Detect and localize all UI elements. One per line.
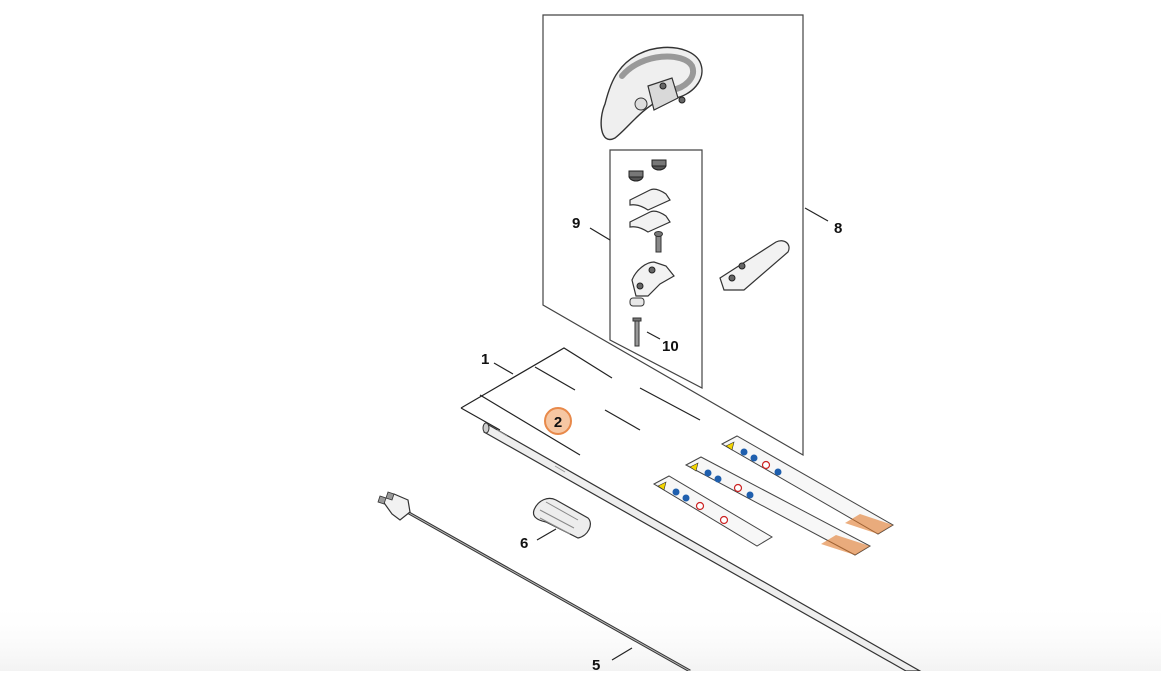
callout-5: 5 (592, 657, 600, 671)
safety-symbol-icon (714, 475, 722, 483)
safety-symbol-icon (774, 468, 782, 476)
prohibition-symbol-icon (761, 460, 771, 470)
callout-2-highlight[interactable]: 2 (544, 407, 572, 435)
callout-10: 10 (662, 338, 679, 355)
safety-symbol-icon (746, 491, 754, 499)
rear-grip[interactable] (719, 240, 790, 291)
safety-symbol-icon (704, 469, 712, 477)
safety-symbol-icon (682, 494, 690, 502)
bushing[interactable] (532, 497, 591, 539)
clamp-nut[interactable] (628, 170, 644, 182)
drive-shaft[interactable] (377, 491, 691, 673)
callout-1: 1 (481, 351, 489, 368)
safety-symbol-icon (672, 488, 680, 496)
spacer-sleeve[interactable] (629, 297, 645, 307)
prohibition-symbol-icon (719, 515, 729, 525)
drive-tube-frame (460, 347, 701, 456)
safety-label[interactable] (720, 435, 894, 535)
safety-symbol-icon (740, 448, 748, 456)
prohibition-symbol-icon (733, 483, 743, 493)
warning-triangle-icon (725, 441, 735, 451)
warning-triangle-icon (657, 481, 667, 491)
prohibition-symbol-icon (695, 501, 705, 511)
clamp-plate[interactable] (629, 188, 671, 211)
safety-label[interactable] (684, 456, 872, 556)
safety-symbol-icon (750, 454, 758, 462)
clamp-screw[interactable] (654, 231, 663, 253)
safety-label[interactable] (652, 475, 773, 547)
clamp-nut[interactable] (651, 159, 667, 171)
callout-8: 8 (834, 220, 842, 237)
callout-2: 2 (554, 414, 562, 431)
bolt[interactable] (632, 317, 642, 347)
warning-triangle-icon (689, 462, 699, 472)
clamp-plate[interactable] (629, 210, 671, 233)
loop-handle[interactable] (600, 46, 703, 141)
callout-9: 9 (572, 215, 580, 232)
callout-6: 6 (520, 535, 528, 552)
handle-bracket[interactable] (631, 261, 675, 297)
